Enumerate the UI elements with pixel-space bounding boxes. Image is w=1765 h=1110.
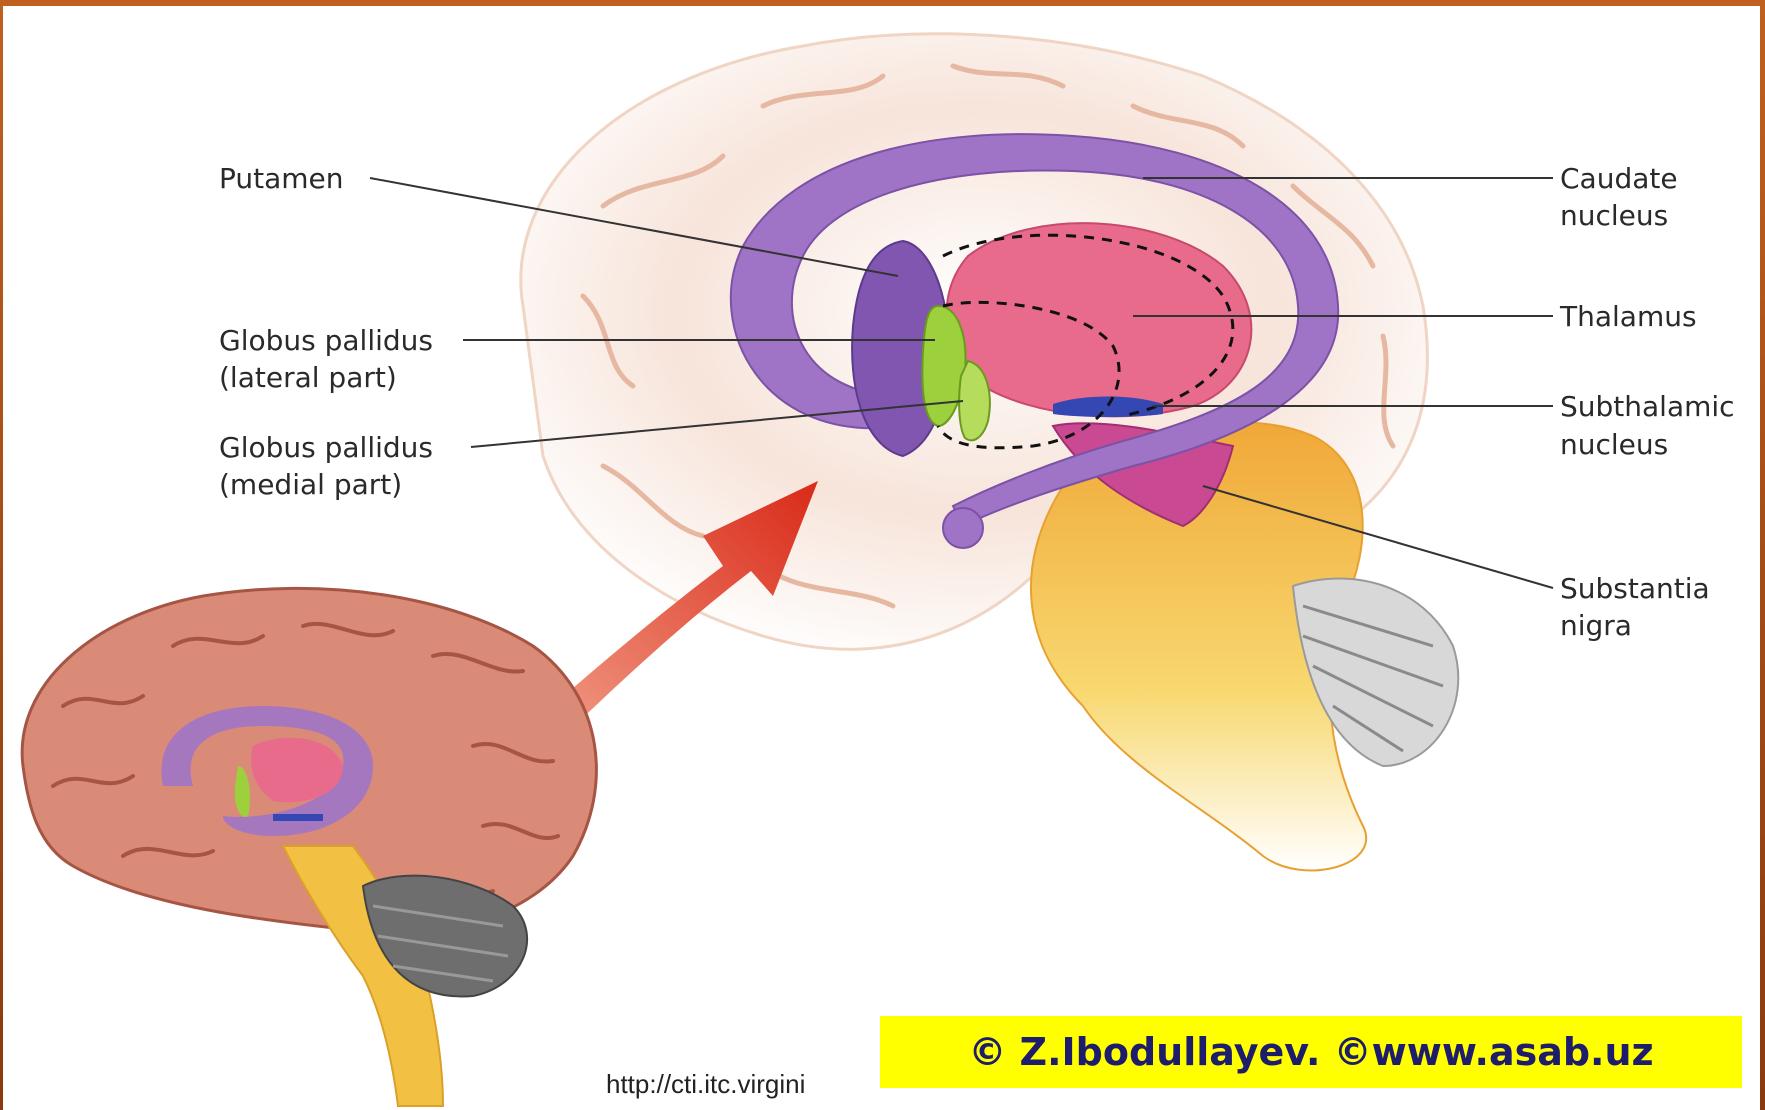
label-putamen: Putamen xyxy=(219,162,344,195)
small-brain xyxy=(22,588,596,1106)
copyright-banner: © Z.Ibodullayev. ©www.asab.uz xyxy=(880,1016,1742,1088)
basal-ganglia-diagram: Putamen Globus pallidus (lateral part) G… xyxy=(3,6,1760,1110)
label-substantia-nigra: Substantia xyxy=(1560,572,1710,605)
copyright-text: © Z.Ibodullayev. ©www.asab.uz xyxy=(968,1030,1653,1074)
label-subthalamic-sub: nucleus xyxy=(1560,428,1668,461)
label-subthalamic: Subthalamic xyxy=(1560,390,1735,423)
label-globus-pallidus-lateral: Globus pallidus xyxy=(219,324,433,357)
label-globus-pallidus-lateral-sub: (lateral part) xyxy=(219,361,397,394)
label-globus-pallidus-medial: Globus pallidus xyxy=(219,431,433,464)
slide-canvas: Putamen Globus pallidus (lateral part) G… xyxy=(3,6,1760,1110)
label-caudate: Caudate xyxy=(1560,162,1678,195)
label-globus-pallidus-medial-sub: (medial part) xyxy=(219,468,402,501)
label-substantia-nigra-sub: nigra xyxy=(1560,609,1632,642)
source-url: http://cti.itc.virgini xyxy=(606,1069,805,1100)
label-caudate-sub: nucleus xyxy=(1560,199,1668,232)
caudate-tail-tip xyxy=(943,508,983,548)
label-thalamus: Thalamus xyxy=(1559,300,1697,333)
